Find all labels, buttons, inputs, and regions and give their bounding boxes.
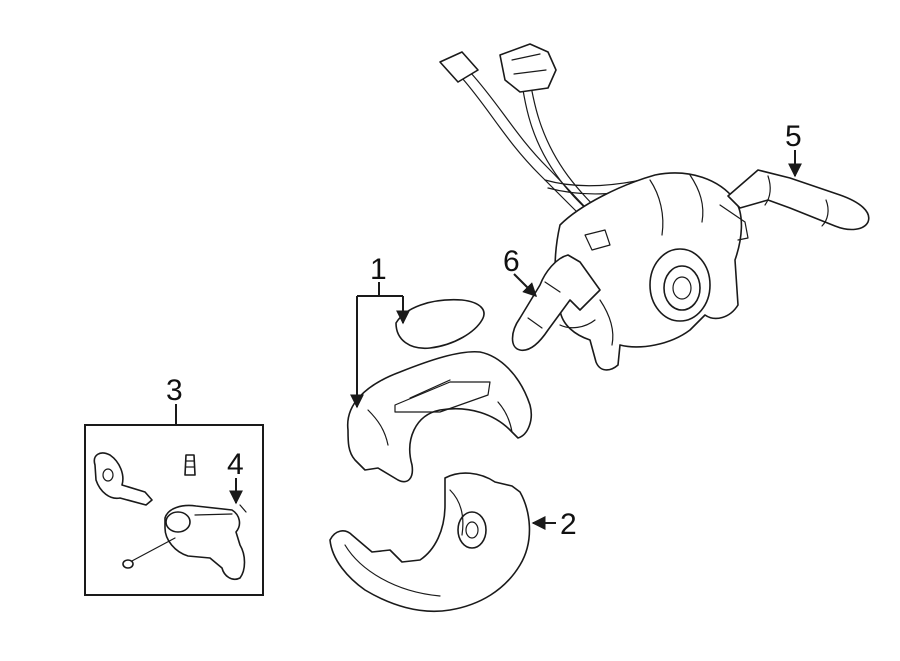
callout-5: 5 xyxy=(785,120,802,153)
callout-labels: 1 2 3 4 5 6 xyxy=(166,120,802,541)
callout-2: 2 xyxy=(560,508,577,541)
callout-6: 6 xyxy=(503,245,520,278)
lower-column-cover xyxy=(329,472,531,613)
key-icon xyxy=(93,452,153,506)
callout-1: 1 xyxy=(370,253,387,286)
upper-column-cover xyxy=(346,298,533,483)
callout-3: 3 xyxy=(166,374,183,407)
kit-box xyxy=(84,424,264,596)
combination-switch-assembly xyxy=(439,43,870,371)
ignition-lock-kit xyxy=(84,424,264,596)
callout-4: 4 xyxy=(227,448,244,481)
leader-lines xyxy=(175,150,802,530)
